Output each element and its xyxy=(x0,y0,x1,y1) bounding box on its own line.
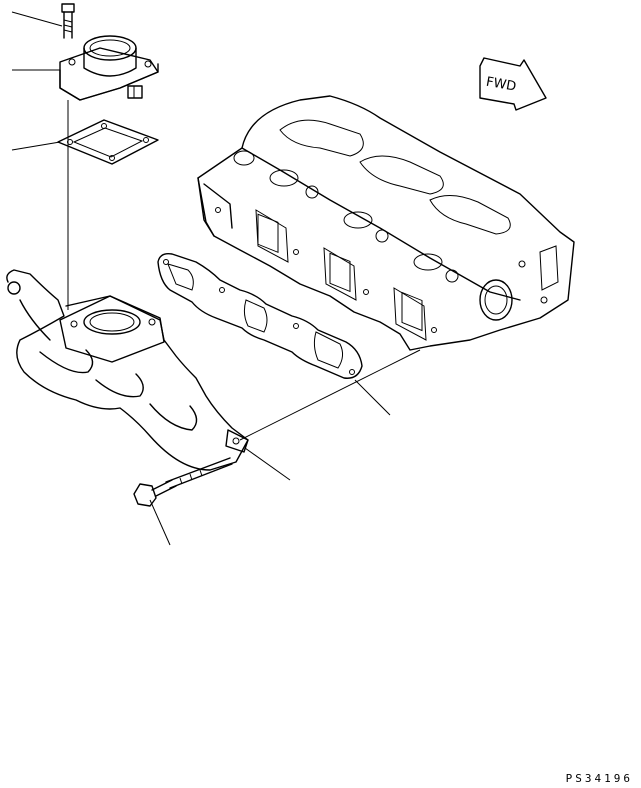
flange-gasket xyxy=(57,119,159,165)
fwd-arrow-marker: FWD xyxy=(479,57,547,111)
bottom-bolt xyxy=(133,457,233,507)
leader-lines xyxy=(11,11,421,546)
manifold-gasket xyxy=(157,252,363,379)
fwd-label: FWD xyxy=(485,75,517,95)
top-bolt xyxy=(61,3,75,39)
elbow-connector xyxy=(59,35,159,101)
cylinder-head xyxy=(197,95,575,351)
figure-code: PS34196 xyxy=(566,772,633,785)
exhaust-manifold xyxy=(6,269,249,471)
